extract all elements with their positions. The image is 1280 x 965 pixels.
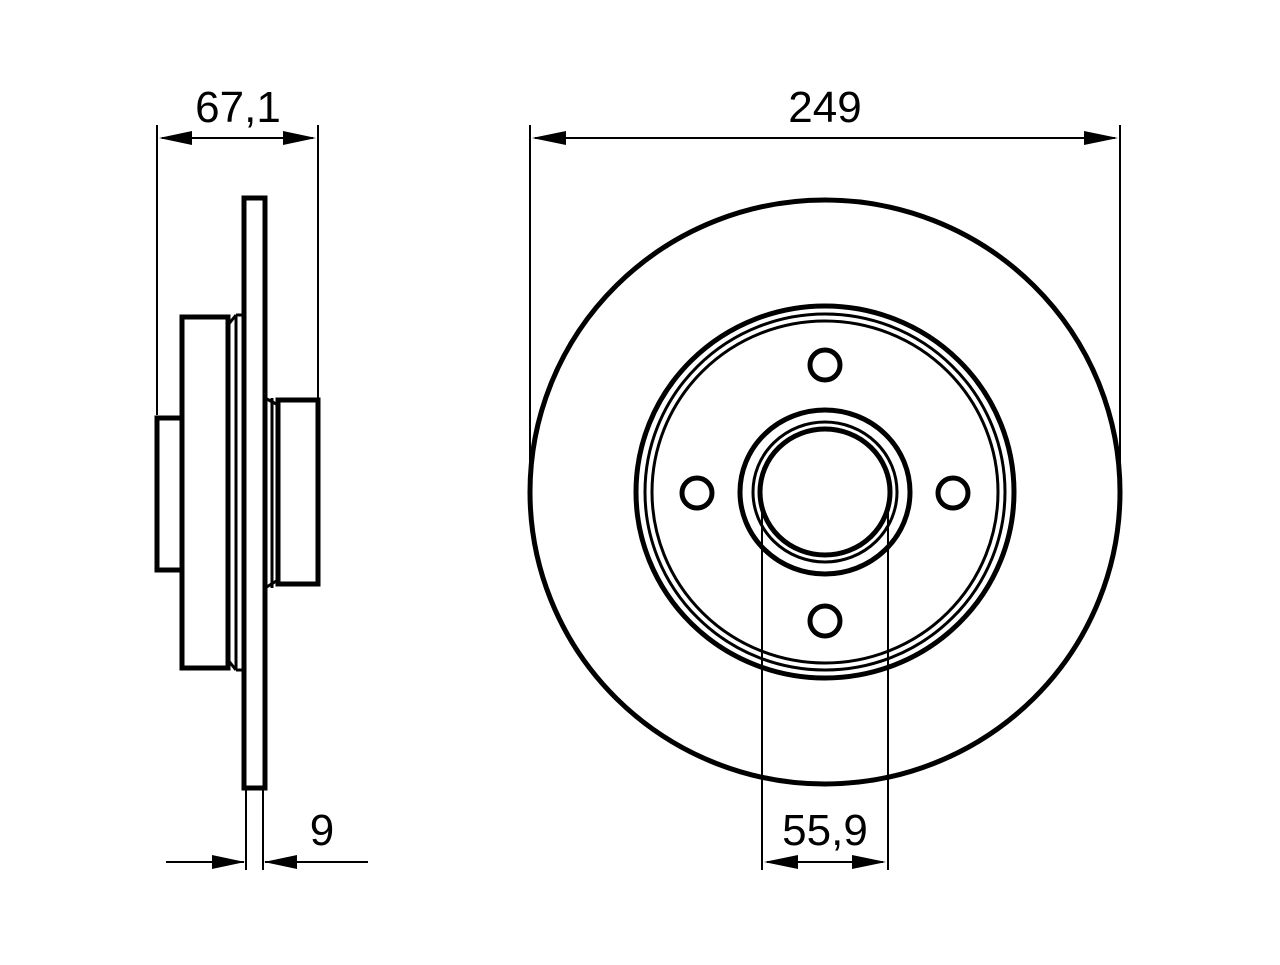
- disc-outer-edge: [527, 197, 1123, 787]
- bore-diameter-label: 55,9: [782, 806, 868, 855]
- diameter-arrow-right: [1084, 131, 1118, 145]
- hub-width-arrow-left: [159, 131, 192, 145]
- hub-nose: [154, 415, 185, 573]
- bolt-hole-left: [679, 475, 715, 511]
- bolt-hole-bottom: [807, 603, 843, 639]
- thickness-label: 9: [310, 806, 334, 855]
- bore-outer-ring: [737, 407, 913, 577]
- hat-outer-ring: [633, 303, 1017, 681]
- diameter-label: 249: [788, 83, 861, 132]
- side-view: 67,1 9: [154, 83, 368, 870]
- thickness-arrow-right: [264, 855, 297, 869]
- bolt-hole-right: [935, 475, 971, 511]
- bolt-hole-top: [807, 347, 843, 383]
- center-bore: [757, 426, 893, 558]
- bore-arrow-right: [852, 855, 886, 869]
- front-view: 249 55,9: [527, 83, 1123, 870]
- bore-arrow-left: [764, 855, 798, 869]
- hub-width-label: 67,1: [195, 83, 281, 132]
- hub-collar: [179, 314, 231, 671]
- hub-width-arrow-right: [283, 131, 316, 145]
- diameter-arrow-left: [532, 131, 566, 145]
- bore-chamfer-ring: [751, 420, 899, 564]
- disc-plate: [241, 195, 268, 791]
- hub-boss: [275, 397, 321, 587]
- hat-inner-ring: [650, 319, 1000, 665]
- hat-middle-ring: [643, 312, 1007, 672]
- thickness-arrow-left: [212, 855, 245, 869]
